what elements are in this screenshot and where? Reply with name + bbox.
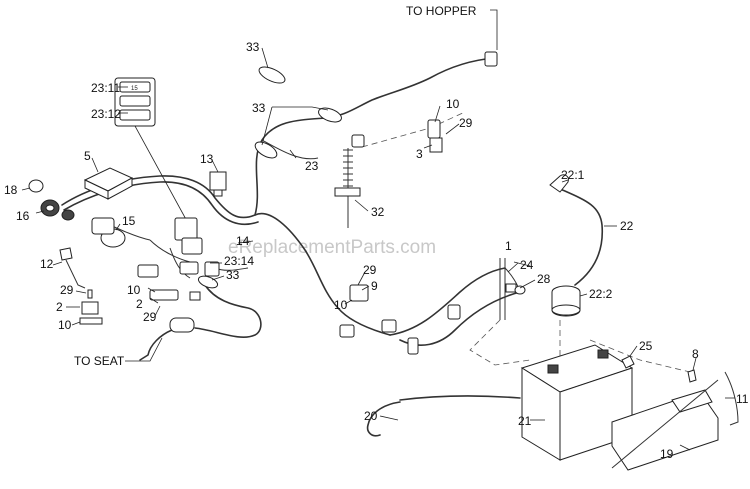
part-3 <box>429 137 443 153</box>
callout-10-top: 10 <box>446 97 460 111</box>
seat-connector <box>169 317 195 333</box>
callout-23-14: 23:14 <box>224 254 254 268</box>
callout-12: 12 <box>40 257 54 271</box>
callout-8: 8 <box>692 347 699 361</box>
callout-28: 28 <box>537 272 551 286</box>
callout-22-2: 22:2 <box>589 287 613 301</box>
callout-22: 22 <box>620 219 634 233</box>
key-switch <box>28 179 126 248</box>
callout-29-left: 29 <box>60 283 74 297</box>
cable-ties <box>197 66 342 289</box>
callout-32: 32 <box>371 205 385 219</box>
label-to-hopper: TO HOPPER <box>406 4 477 18</box>
callout-9: 9 <box>371 279 378 293</box>
switch-12 <box>59 247 86 289</box>
callout-10-mid: 10 <box>127 283 141 297</box>
callout-2-mid: 2 <box>136 297 143 311</box>
callout-16: 16 <box>16 209 30 223</box>
leader-lines <box>21 9 735 451</box>
callout-33-top: 33 <box>246 40 260 54</box>
callout-21: 21 <box>518 414 532 428</box>
callout-23-11: 23:11 <box>91 81 120 95</box>
callout-3: 3 <box>416 147 423 161</box>
relay-13 <box>209 171 227 197</box>
module-5 <box>83 167 134 200</box>
callout-1: 1 <box>505 239 512 253</box>
callout-22-1: 22:1 <box>561 168 585 182</box>
battery-tray <box>611 371 739 471</box>
callout-18: 18 <box>4 183 18 197</box>
callout-13: 13 <box>200 152 214 166</box>
fuse-rating-text: 15 <box>131 86 138 92</box>
callout-14: 14 <box>236 234 250 248</box>
callout-25: 25 <box>639 339 653 353</box>
callout-29-top: 29 <box>459 116 473 130</box>
label-to-seat: TO SEAT <box>74 354 125 368</box>
watermark: eReplacementParts.com <box>228 237 436 258</box>
callout-15: 15 <box>122 214 136 228</box>
brackets-left <box>79 264 201 325</box>
callout-11: 11 <box>736 392 749 406</box>
callout-10-left: 10 <box>58 318 72 332</box>
boot-22-1 <box>549 174 569 193</box>
harness-connectors <box>174 51 498 355</box>
callout-5: 5 <box>84 149 91 163</box>
callout-33-mid: 33 <box>252 101 266 115</box>
callout-24: 24 <box>520 258 534 272</box>
callout-19: 19 <box>660 447 674 461</box>
callout-10-right: 10 <box>334 298 348 312</box>
callouts: TO HOPPER TO SEAT 33 23:11 23:12 33 10 2… <box>4 4 749 461</box>
hardware <box>499 258 697 383</box>
callout-23-12: 23:12 <box>91 107 121 121</box>
terminal-cover-22-2 <box>551 285 581 317</box>
callout-2-left: 2 <box>56 300 63 314</box>
callout-29-low: 29 <box>143 310 157 324</box>
callout-20: 20 <box>364 409 378 423</box>
callout-23: 23 <box>305 159 319 173</box>
callout-33-low: 33 <box>226 268 240 282</box>
callout-29-mid: 29 <box>363 263 377 277</box>
spring-32 <box>334 148 361 228</box>
